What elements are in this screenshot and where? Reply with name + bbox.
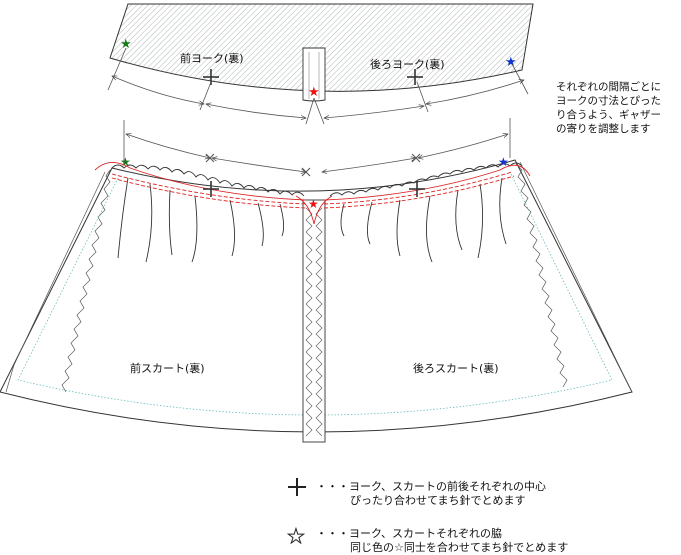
- gather-adjustment-note: それぞれの間隔ごとに ヨークの寸法とぴった り合うよう、ギャザー の寄りを調整し…: [556, 80, 678, 136]
- legend-star-text: ・・・ヨーク、スカートそれぞれの脇 同じ色の☆同士を合わせてまち針でとめます: [316, 527, 568, 555]
- skirt-right-side-star-icon: ★: [498, 155, 509, 169]
- skirt-left-side-star-icon: ★: [120, 155, 131, 169]
- yoke-right-side-star-icon: ★: [505, 55, 517, 70]
- legend-star-line1: ・・・ヨーク、スカートそれぞれの脇: [316, 527, 503, 540]
- skirt-gather-folds: [117, 177, 507, 263]
- legend-star-icon: ★: [287, 524, 305, 548]
- yoke-left-side-star-icon: ★: [120, 37, 132, 52]
- note-line: の寄りを調整します: [556, 123, 651, 135]
- front-yoke-label: 前ヨーク(裏): [180, 51, 244, 65]
- legend-cross-icon: [288, 478, 306, 496]
- legend-cross-line2: ぴったり合わせてまち針でとめます: [350, 494, 526, 507]
- skirt-front-center-cross-icon: [203, 181, 219, 197]
- legend-cross-line1: ・・・ヨーク、スカートの前後それぞれの中心: [316, 480, 547, 493]
- skirt-back-center-cross-icon: [409, 181, 425, 197]
- skirt: ★ ★ ★ 前スカート(裏) 後ろスカート(裏): [0, 118, 633, 443]
- skirt-gathered-waist: [111, 162, 523, 197]
- note-line: り合うよう、ギャザー: [556, 109, 661, 121]
- skirt-stitch-lines: [94, 162, 531, 225]
- legend-star-line2: 同じ色の☆同士を合わせてまち針でとめます: [350, 541, 569, 554]
- front-skirt-label: 前スカート(裏): [130, 361, 205, 375]
- note-line: ヨークの寸法とぴった: [556, 95, 661, 107]
- skirt-left-pinked-edge: [61, 169, 111, 393]
- back-skirt-label: 後ろスカート(裏): [413, 361, 499, 375]
- back-yoke-label: 後ろヨーク(裏): [370, 57, 445, 71]
- skirt-dimension-lines: [123, 118, 511, 177]
- note-line: それぞれの間隔ごとに: [556, 81, 661, 93]
- yoke: 前ヨーク(裏) 後ろヨーク(裏) ★ ★ ★: [107, 3, 534, 125]
- yoke-dimension-lines: [107, 47, 529, 125]
- legend-cross-text: ・・・ヨーク、スカートの前後それぞれの中心 ぴったり合わせてまち針でとめます: [316, 480, 546, 508]
- skirt-center-placket: [302, 199, 326, 443]
- skirt-center-star-icon: ★: [308, 197, 319, 211]
- skirt-right-pinked-edge: [515, 163, 568, 388]
- yoke-back-center-cross-icon: [407, 69, 423, 85]
- yoke-center-star-icon: ★: [308, 85, 320, 100]
